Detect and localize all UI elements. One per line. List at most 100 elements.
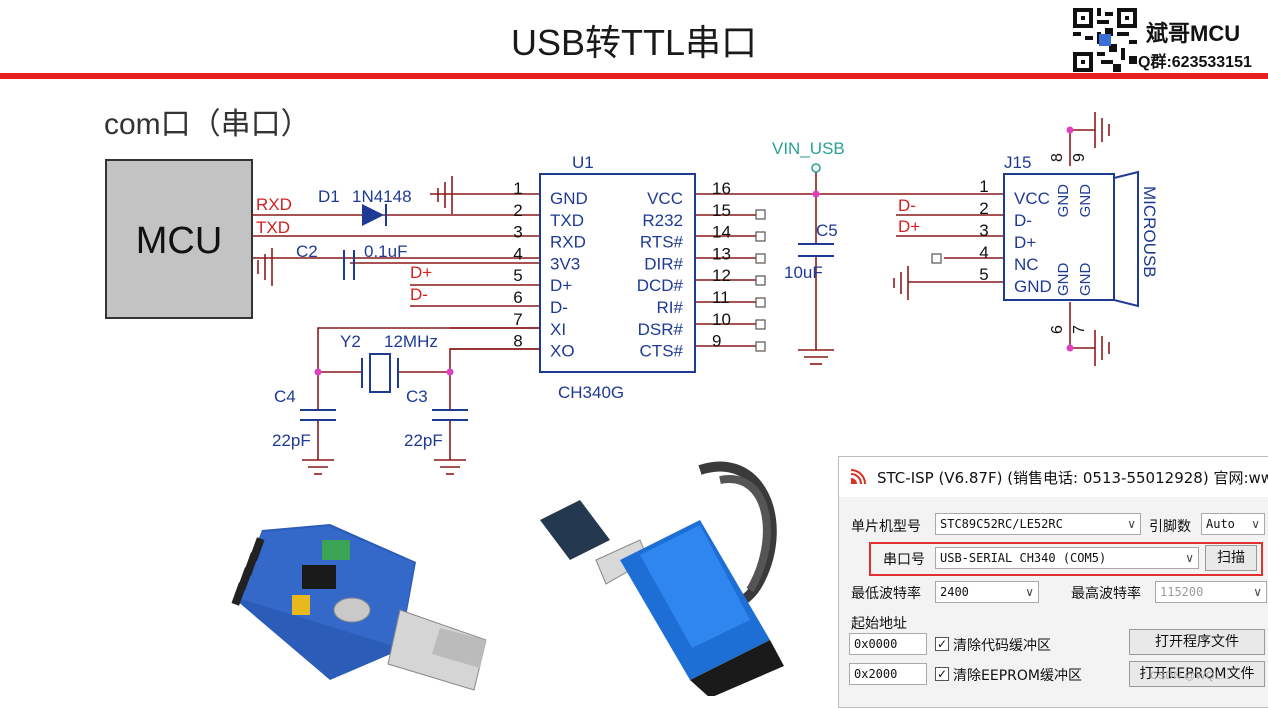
section-subtitle: com口（串口） — [104, 108, 311, 141]
y2-value: 12MHz — [384, 332, 438, 351]
ic-right-pin-name: DCD# — [637, 276, 684, 295]
ic-left-pin-num: 1 — [513, 179, 522, 198]
ic-right-pin-name: RTS# — [640, 233, 684, 252]
max-baud-value: 115200 — [1160, 585, 1204, 599]
mcu-type-label: 单片机型号 — [851, 519, 921, 535]
min-baud-value: 2400 — [940, 585, 969, 599]
j15-pin-name: VCC — [1014, 189, 1050, 208]
ic-left-pin-name: 3V3 — [550, 254, 580, 273]
j15-pin-num: 1 — [979, 177, 988, 196]
ic-right-pin-num: 16 — [712, 179, 731, 198]
stc-isp-app-icon — [850, 469, 866, 485]
ic-left-pin-name: XI — [550, 320, 566, 339]
chevron-down-icon: ∨ — [1253, 585, 1262, 599]
title-divider — [0, 73, 1268, 79]
ic-left-pin-name: D+ — [550, 276, 572, 295]
c4-ref: C4 — [274, 387, 296, 406]
j15-pin-num: 2 — [979, 199, 988, 218]
start-addr-label: 起始地址 — [851, 616, 907, 632]
c5-value: 10uF — [784, 263, 823, 282]
port-highlight-box — [869, 542, 1263, 576]
crystal-y2 — [369, 353, 391, 393]
open-eeprom-button[interactable]: 打开EEPROM文件 — [1129, 661, 1265, 687]
ic-right-pin-name: RI# — [657, 298, 684, 317]
ic-u1-body — [539, 173, 696, 373]
pin-count-value: Auto — [1206, 517, 1235, 531]
shield-gnd-4: GND — [1077, 263, 1094, 297]
j15-pin-num: 4 — [979, 243, 988, 262]
j15-ref: J15 — [1004, 153, 1031, 172]
isp-titlebar: STC-ISP (V6.87F) (销售电话: 0513-55012928) 官… — [839, 457, 1268, 497]
port-select[interactable]: USB-SERIAL CH340 (COM5)∨ — [935, 547, 1199, 569]
shield-gnd-1: GND — [1055, 184, 1072, 218]
mcu-label: MCU — [136, 220, 223, 262]
ic-left-pin-name: TXD — [550, 211, 584, 230]
max-baud-label: 最高波特率 — [1071, 586, 1141, 602]
ic-right-pin-num: 9 — [712, 332, 721, 351]
ic-right-pin-num: 13 — [712, 244, 731, 263]
qq-group-label: Q群:623533151 — [1138, 54, 1252, 71]
ic-left-pin-name: RXD — [550, 233, 586, 252]
qr-code-icon — [1073, 8, 1137, 72]
ic-right-pin-name: DIR# — [644, 254, 683, 273]
clear-code-label: 清除代码缓冲区 — [953, 638, 1051, 654]
c3-ref: C3 — [406, 387, 428, 406]
open-program-button[interactable]: 打开程序文件 — [1129, 629, 1265, 655]
c3-value: 22pF — [404, 431, 443, 450]
shield-pin-7: 7 — [1071, 325, 1088, 334]
mcu-pin-rxd: RXD — [256, 195, 292, 214]
chevron-down-icon: ∨ — [1185, 551, 1194, 565]
ic-left-pin-num: 3 — [513, 223, 522, 242]
pin-count-label: 引脚数 — [1149, 519, 1191, 535]
ic-left-pin-name: XO — [550, 342, 575, 361]
shield-pin-6: 6 — [1049, 325, 1066, 334]
usb-ttl-stick-photo — [540, 461, 784, 696]
chevron-down-icon: ∨ — [1251, 517, 1260, 531]
ic-left-pin-name: D- — [550, 298, 568, 317]
ic-right-pin-num: 10 — [712, 310, 731, 329]
mcu-block — [105, 159, 253, 319]
chevron-down-icon: ∨ — [1127, 517, 1136, 531]
brand-label: 斌哥MCU — [1146, 21, 1241, 46]
min-baud-select[interactable]: 2400 ∨ — [935, 581, 1039, 603]
shield-gnd-3: GND — [1055, 263, 1072, 297]
j15-pin-name: D- — [1014, 211, 1032, 230]
chevron-down-icon: ∨ — [1025, 585, 1034, 599]
j15-pin-name: GND — [1014, 277, 1052, 296]
ic-right-pin-num: 11 — [712, 288, 730, 307]
stc-isp-window: STC-ISP (V6.87F) (销售电话: 0513-55012928) 官… — [838, 456, 1268, 708]
ic-left-pin-num: 6 — [513, 288, 522, 307]
clear-eeprom-label: 清除EEPROM缓冲区 — [953, 668, 1082, 684]
pin-count-select[interactable]: Auto ∨ — [1201, 513, 1265, 535]
c4-value: 22pF — [272, 431, 311, 450]
watermark: CSDN @WQL... — [1150, 670, 1230, 682]
isp-title: STC-ISP (V6.87F) (销售电话: 0513-55012928) 官… — [877, 469, 1268, 487]
ic-left-pin-num: 5 — [513, 266, 522, 285]
mcu-type-select[interactable]: STC89C52RC/LE52RC ∨ — [935, 513, 1141, 535]
c2-value: 0.1uF — [364, 242, 407, 261]
net-dminus-right: D- — [898, 196, 916, 215]
ic-right-pin-name: CTS# — [640, 342, 684, 361]
mcu-pin-txd: TXD — [256, 218, 290, 237]
d1-ref: D1 — [318, 187, 340, 206]
u1-part: CH340G — [558, 383, 624, 402]
j15-pin-name: NC — [1014, 255, 1039, 274]
addr1-field[interactable]: 0x0000 — [849, 633, 927, 655]
shield-gnd-2: GND — [1077, 184, 1094, 218]
ic-right-pin-num: 12 — [712, 266, 731, 285]
ic-right-pin-name: R232 — [642, 211, 683, 230]
scan-button[interactable]: 扫描 — [1205, 545, 1257, 571]
ic-left-pin-num: 4 — [513, 244, 522, 263]
ic-left-pin-name: GND — [550, 189, 588, 208]
clear-eeprom-checkbox[interactable]: ✓ — [935, 667, 949, 681]
j15-pin-num: 3 — [979, 221, 988, 240]
mcu-type-value: STC89C52RC/LE52RC — [940, 517, 1063, 531]
max-baud-select[interactable]: 115200 ∨ — [1155, 581, 1267, 603]
clear-code-checkbox[interactable]: ✓ — [935, 637, 949, 651]
d1-value: 1N4148 — [352, 187, 412, 206]
addr2-field[interactable]: 0x2000 — [849, 663, 927, 685]
microusb-label: MICROUSB — [1140, 186, 1159, 278]
ic-left-pin-num: 8 — [513, 332, 522, 351]
net-dplus-right: D+ — [898, 217, 920, 236]
